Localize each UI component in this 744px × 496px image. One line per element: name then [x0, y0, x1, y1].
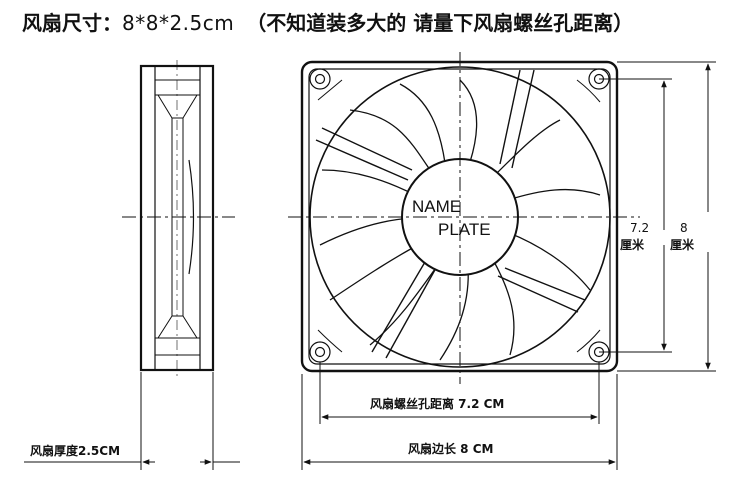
screw-hole-bottom-left: [309, 341, 331, 363]
hole-distance-value: 7.2: [630, 221, 649, 235]
thickness-dimension: 风扇厚度2.5CM: [24, 443, 240, 465]
fan-side-view: [122, 60, 235, 470]
title-size: 8*8*2.5cm: [122, 11, 235, 35]
page-title: 风扇尺寸：8*8*2.5cm （不知道装多大的 请量下风扇螺丝孔距离）: [22, 6, 742, 40]
side-length-label: 风扇边长 8 CM: [408, 441, 493, 456]
title-label: 风扇尺寸：: [22, 11, 122, 35]
fan-struts: [315, 69, 586, 359]
nameplate-line2: PLATE: [438, 220, 491, 239]
hole-distance-label: 风扇螺丝孔距离 7.2 CM: [370, 396, 504, 411]
hole-distance-unit: 厘米: [620, 237, 645, 252]
side-length-vertical-dimension: [617, 61, 716, 372]
screw-hole-top-left: [309, 68, 331, 90]
side-length-horizontal-dimension: [301, 374, 618, 470]
title-note: （不知道装多大的 请量下风扇螺丝孔距离）: [246, 11, 634, 35]
front-center-lines: [288, 52, 640, 384]
nameplate-line1: NAME: [412, 197, 461, 216]
side-length-unit: 厘米: [670, 237, 695, 252]
side-length-value: 8: [680, 221, 688, 235]
hole-distance-horizontal-dimension: [319, 362, 600, 424]
thickness-label: 风扇厚度2.5CM: [30, 443, 120, 458]
hole-distance-vertical-dimension: [599, 78, 672, 353]
